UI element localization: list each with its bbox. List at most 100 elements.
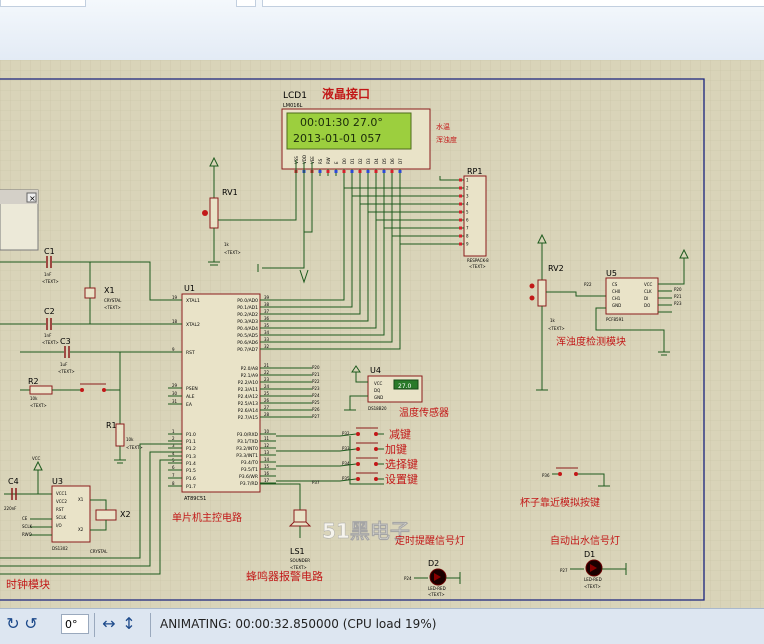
- rotate-clockwise-icon[interactable]: ↻: [6, 614, 20, 633]
- x1-ref: X1: [104, 286, 115, 295]
- u1-pin-name: PSEN: [186, 386, 198, 392]
- u3-vcc-label: VCC: [32, 456, 41, 461]
- u1-pin-name: P0.0/AD0: [237, 298, 258, 304]
- button-label: 减键: [389, 427, 411, 441]
- lcd-pin-label: VEE: [310, 156, 315, 164]
- lcd-pin-label: E: [334, 161, 339, 164]
- u1-pin-number: 1: [172, 429, 175, 434]
- d2-ref: D2: [428, 559, 439, 568]
- u1-pin-name: P3.6/WR: [239, 474, 258, 480]
- c1-ref: C1: [44, 247, 55, 256]
- c1-text: <TEXT>: [42, 279, 59, 284]
- u1-pin-name: P2.3/A11: [238, 387, 258, 393]
- u1-pin-number: 29: [172, 383, 178, 388]
- schematic-sheet[interactable]: LCD1 LM016L 液晶接口 00:01:30 27.0° 2013-01-…: [0, 60, 764, 608]
- u1-pin-name: XTAL2: [186, 322, 200, 328]
- u3-net-label: RWO: [22, 532, 32, 537]
- lcd-pin-label: VDD: [302, 155, 307, 164]
- u1-pin-number: 13: [264, 450, 270, 455]
- u1-pin-number: 6: [172, 465, 175, 470]
- u3-net-label: SCLK: [22, 524, 33, 529]
- u1-pin-number: 37: [264, 309, 270, 314]
- u1-pin-number: 34: [264, 330, 270, 335]
- u1-pin-number: 39: [264, 295, 270, 300]
- u1-pin-number: 16: [264, 471, 270, 476]
- u1-pin-name: P2.1/A9: [241, 373, 258, 379]
- u3-rtc[interactable]: VCC C4 220nF U3 VCC1VCC2RSTSCLKI/OX1X2CE…: [0, 443, 182, 591]
- rotation-angle-field[interactable]: 0°: [61, 614, 89, 634]
- u1-pin-group: XTAL119XTAL218RST9PSEN29ALE30EA31P1.01P1…: [168, 295, 276, 490]
- c1-value: 1nF: [44, 272, 52, 277]
- lcd1-ref: LCD1: [283, 91, 307, 101]
- u1-pin-number: 3: [172, 443, 175, 448]
- lcd-pin-label: D3: [366, 158, 371, 164]
- d1-led[interactable]: 自动出水信号灯 D1 P27 LED-RED <TEXT>: [550, 534, 627, 589]
- x2-ref: X2: [120, 510, 131, 519]
- lcd-pin-label: VSS: [294, 156, 299, 164]
- p2-net-label: P27: [312, 414, 320, 419]
- u4-caption: 温度传感器: [399, 406, 449, 419]
- u4-temp-sensor[interactable]: U4 27.0 VCC DQ GND DS18B20 温度传感器: [344, 365, 449, 419]
- mirror-horizontal-icon[interactable]: ↔: [102, 614, 116, 633]
- mirror-vertical-icon[interactable]: ↕: [122, 614, 136, 633]
- rp1-pin-number: 5: [466, 210, 469, 215]
- u1-pin-name: P0.1/AD1: [237, 305, 258, 311]
- lcd-line1: 00:01:30 27.0°: [300, 116, 383, 129]
- c2-ref: C2: [44, 307, 55, 316]
- rv1[interactable]: RV1 1k <TEXT>: [202, 156, 297, 266]
- c3-ref: C3: [60, 337, 71, 346]
- d2-caption: 定时提醒信号灯: [395, 534, 465, 547]
- u5-pin-name: DO: [644, 303, 650, 308]
- d1-caption: 自动出水信号灯: [550, 534, 620, 547]
- u1-pin-name: P2.6/A14: [238, 408, 258, 414]
- u5-caption: 浑浊度检测模块: [556, 335, 626, 348]
- d2-led[interactable]: 定时提醒信号灯 D2 P24 LED-RED <TEXT>: [395, 534, 465, 597]
- c4-ref: C4: [8, 477, 19, 486]
- u1-mcu[interactable]: U1 XTAL119XTAL218RST9PSEN29ALE30EA31P1.0…: [168, 284, 276, 524]
- u1-pin-number: 38: [264, 302, 270, 307]
- u1-pin-name: P3.3/INT1: [236, 453, 258, 459]
- schematic-canvas[interactable]: LCD1 LM016L 液晶接口 00:01:30 27.0° 2013-01-…: [0, 60, 764, 608]
- u1-pin-number: 11: [264, 436, 270, 441]
- cup-button-caption: 杯子靠近模拟按键: [520, 496, 600, 509]
- c3-text: <TEXT>: [58, 369, 75, 374]
- p2-net-label: P25: [312, 400, 320, 405]
- u1-pin-number: 19: [172, 295, 178, 300]
- toolbar-tab[interactable]: [262, 0, 764, 7]
- cup-button[interactable]: P36 杯子靠近模拟按键: [520, 467, 610, 509]
- u1-pin-name: P1.5: [186, 468, 196, 474]
- button-net-label: P32: [342, 431, 350, 436]
- p2-net-label: P21: [312, 372, 320, 377]
- u1-pin-name: P0.5/AD5: [237, 333, 258, 339]
- u1-caption: 单片机主控电路: [172, 511, 242, 524]
- toolbar-tab[interactable]: [0, 0, 86, 7]
- ls1-buzzer[interactable]: P37 LS1 SOUNDER <TEXT> 蜂鸣器报警电路: [246, 480, 323, 583]
- c2-value: 1nF: [44, 333, 52, 338]
- r2-value: 10k: [30, 396, 38, 401]
- cup-button-net: P36: [542, 473, 550, 478]
- u1-pin-name: P1.3: [186, 454, 196, 460]
- rotate-counterclockwise-icon[interactable]: ↺: [24, 614, 38, 633]
- u1-pin-name: P3.2/INT0: [236, 446, 258, 452]
- u1-pin-number: 15: [264, 464, 270, 469]
- u5-net-label: P22: [584, 282, 592, 287]
- rv2[interactable]: RV2 1k <TEXT>: [529, 233, 607, 391]
- u1-pin-name: P0.7/AD7: [237, 347, 258, 353]
- status-bar: ↻ ↺ 0° ↔ ↕ ANIMATING: 00:00:32.850000 (C…: [0, 608, 764, 644]
- u1-pin-name: P0.3/AD3: [237, 319, 258, 325]
- c3-value: 1uF: [60, 362, 68, 367]
- u1-ref: U1: [184, 284, 195, 293]
- overlay-dialog-fragment[interactable]: ×: [0, 189, 39, 251]
- rp1-pin-number: 4: [466, 202, 469, 207]
- u1-pin-name: XTAL1: [186, 298, 200, 304]
- toolbar-tab[interactable]: [236, 0, 256, 7]
- u4-part: DS18B20: [368, 406, 387, 411]
- u3-net-label: CE: [22, 516, 28, 521]
- close-icon[interactable]: ×: [29, 194, 36, 203]
